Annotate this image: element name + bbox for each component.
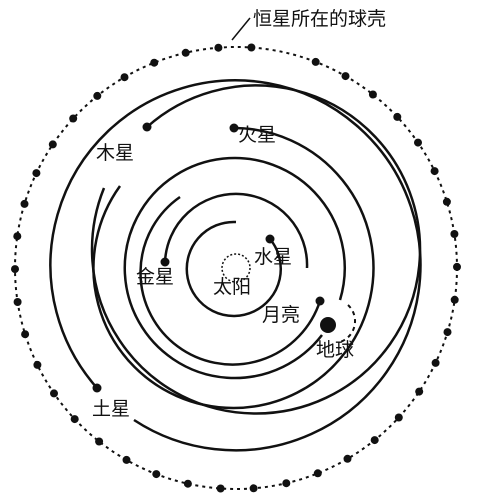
moon-label: 月亮: [262, 304, 300, 326]
star-icon: [150, 58, 159, 67]
star-icon: [122, 455, 131, 464]
sun-icon: [221, 253, 251, 283]
saturn-label: 土星: [92, 398, 130, 420]
moon-local-orbit: [339, 304, 357, 343]
star-icon: [341, 72, 350, 81]
star-icon: [431, 358, 440, 367]
star-icon: [214, 43, 223, 52]
star-icon: [20, 199, 29, 208]
star-icon: [21, 330, 30, 339]
venus-label: 金星: [136, 266, 174, 288]
star-icon: [394, 413, 403, 422]
star-icon: [32, 169, 41, 178]
star-icon: [313, 469, 322, 478]
star-icon: [430, 167, 439, 176]
star-icon: [93, 91, 102, 100]
star-icon: [415, 387, 424, 396]
mercury-dot: [265, 234, 275, 244]
star-icon: [216, 484, 225, 493]
celestial-sphere-circle: [14, 46, 458, 490]
mars-label: 火星: [238, 124, 276, 146]
star-icon: [443, 328, 452, 337]
star-icon: [48, 140, 57, 149]
mercury-label: 水星: [254, 246, 292, 268]
jupiter-label: 木星: [96, 142, 134, 164]
star-icon: [453, 262, 461, 271]
star-icon: [50, 389, 58, 398]
star-icon: [247, 43, 256, 52]
star-icon: [311, 57, 320, 66]
mercury-orbit: [185, 220, 282, 318]
star-icon: [249, 484, 258, 493]
star-icon: [70, 415, 79, 424]
star-icon: [370, 436, 379, 445]
title-leader-line: [231, 17, 251, 41]
star-icon: [393, 112, 402, 121]
moon-dot: [315, 296, 325, 306]
earth-dot: [320, 317, 336, 333]
stars-group: [11, 43, 461, 493]
star-icon: [69, 114, 78, 123]
venus-orbit: [163, 192, 309, 269]
earth-orbit: [123, 156, 346, 380]
star-icon: [343, 454, 352, 463]
star-icon: [282, 479, 291, 488]
star-icon: [450, 295, 459, 304]
saturn-dot: [92, 383, 102, 393]
sun-label: 太阳: [213, 276, 251, 298]
mars-dot: [229, 123, 239, 133]
star-icon: [11, 265, 19, 274]
star-icon: [152, 470, 161, 479]
star-icon: [450, 230, 459, 238]
saturn-orbit: [49, 79, 422, 452]
star-icon: [95, 437, 104, 446]
moon-orbit: [139, 195, 322, 366]
star-icon: [13, 232, 22, 241]
venus-dot: [160, 257, 170, 267]
star-icon: [368, 90, 377, 99]
star-icon: [183, 479, 192, 488]
earth-label: 地球: [316, 339, 354, 361]
star-icon: [13, 298, 22, 306]
star-icon: [414, 138, 422, 147]
mars-orbit: [92, 126, 375, 410]
star-icon: [33, 360, 42, 369]
jupiter-dot: [142, 122, 152, 132]
celestial-sphere-label: 恒星所在的球壳: [253, 8, 386, 30]
star-icon: [120, 73, 129, 82]
star-icon: [442, 197, 451, 206]
star-icon: [181, 48, 190, 57]
